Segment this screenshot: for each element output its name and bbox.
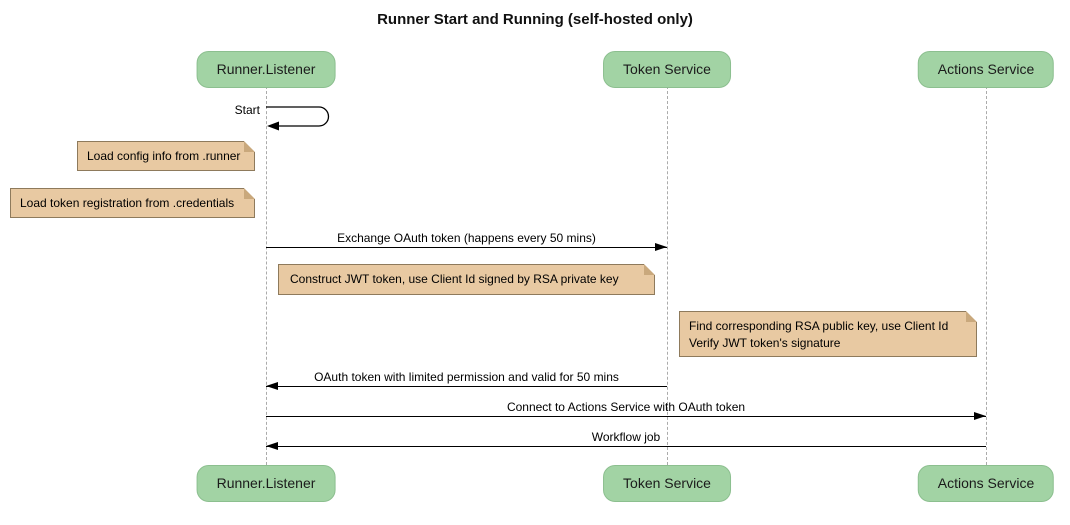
diagram-title: Runner Start and Running (self-hosted on… <box>377 11 693 28</box>
arrowhead-left-icon <box>266 442 278 450</box>
note-load-token: Load token registration from .credential… <box>10 188 255 218</box>
participant-actions-service-bottom: Actions Service <box>917 465 1055 502</box>
message-connect-actions-label: Connect to Actions Service with OAuth to… <box>506 400 746 414</box>
note-load-token-text: Load token registration from .credential… <box>20 196 235 210</box>
participant-runner-listener-top: Runner.Listener <box>196 51 336 88</box>
participant-token-service-top: Token Service <box>603 51 731 88</box>
self-message-loop-arrow <box>266 106 330 131</box>
message-workflow-job-line <box>266 442 986 450</box>
note-load-config: Load config info from .runner <box>77 141 255 171</box>
message-workflow-job: Workflow job <box>266 430 986 450</box>
note-find-rsa-line2: Verify JWT token's signature <box>689 336 841 350</box>
note-load-config-text: Load config info from .runner <box>87 149 241 163</box>
note-find-rsa-line1: Find corresponding RSA public key, use C… <box>689 319 949 333</box>
lifeline-actions-service <box>986 86 987 465</box>
message-exchange-oauth: Exchange OAuth token (happens every 50 m… <box>266 231 667 251</box>
note-find-rsa: Find corresponding RSA public key, use C… <box>679 311 977 357</box>
note-construct-jwt-text: Construct JWT token, use Client Id signe… <box>290 272 619 286</box>
arrowhead-right-icon <box>655 243 667 251</box>
note-construct-jwt: Construct JWT token, use Client Id signe… <box>278 264 655 295</box>
message-connect-actions: Connect to Actions Service with OAuth to… <box>266 400 986 420</box>
arrowhead-right-icon <box>974 412 986 420</box>
note-fold-icon <box>244 188 255 199</box>
message-exchange-oauth-line <box>266 243 667 251</box>
message-exchange-oauth-label: Exchange OAuth token (happens every 50 m… <box>337 231 596 245</box>
participant-token-service-bottom: Token Service <box>603 465 731 502</box>
message-workflow-job-label: Workflow job <box>591 430 661 444</box>
note-fold-icon <box>644 264 655 275</box>
participant-actions-service-top: Actions Service <box>917 51 1055 88</box>
note-fold-icon <box>966 311 977 322</box>
message-connect-actions-line <box>266 412 986 420</box>
message-start-label: Start <box>234 103 260 117</box>
lifeline-token-service <box>667 86 668 465</box>
message-oauth-return: OAuth token with limited permission and … <box>266 370 667 390</box>
participant-runner-listener-bottom: Runner.Listener <box>196 465 336 502</box>
message-oauth-return-line <box>266 382 667 390</box>
arrowhead-left-icon <box>266 382 278 390</box>
note-fold-icon <box>244 141 255 152</box>
message-oauth-return-label: OAuth token with limited permission and … <box>314 370 619 384</box>
lifeline-runner-listener <box>266 86 267 465</box>
